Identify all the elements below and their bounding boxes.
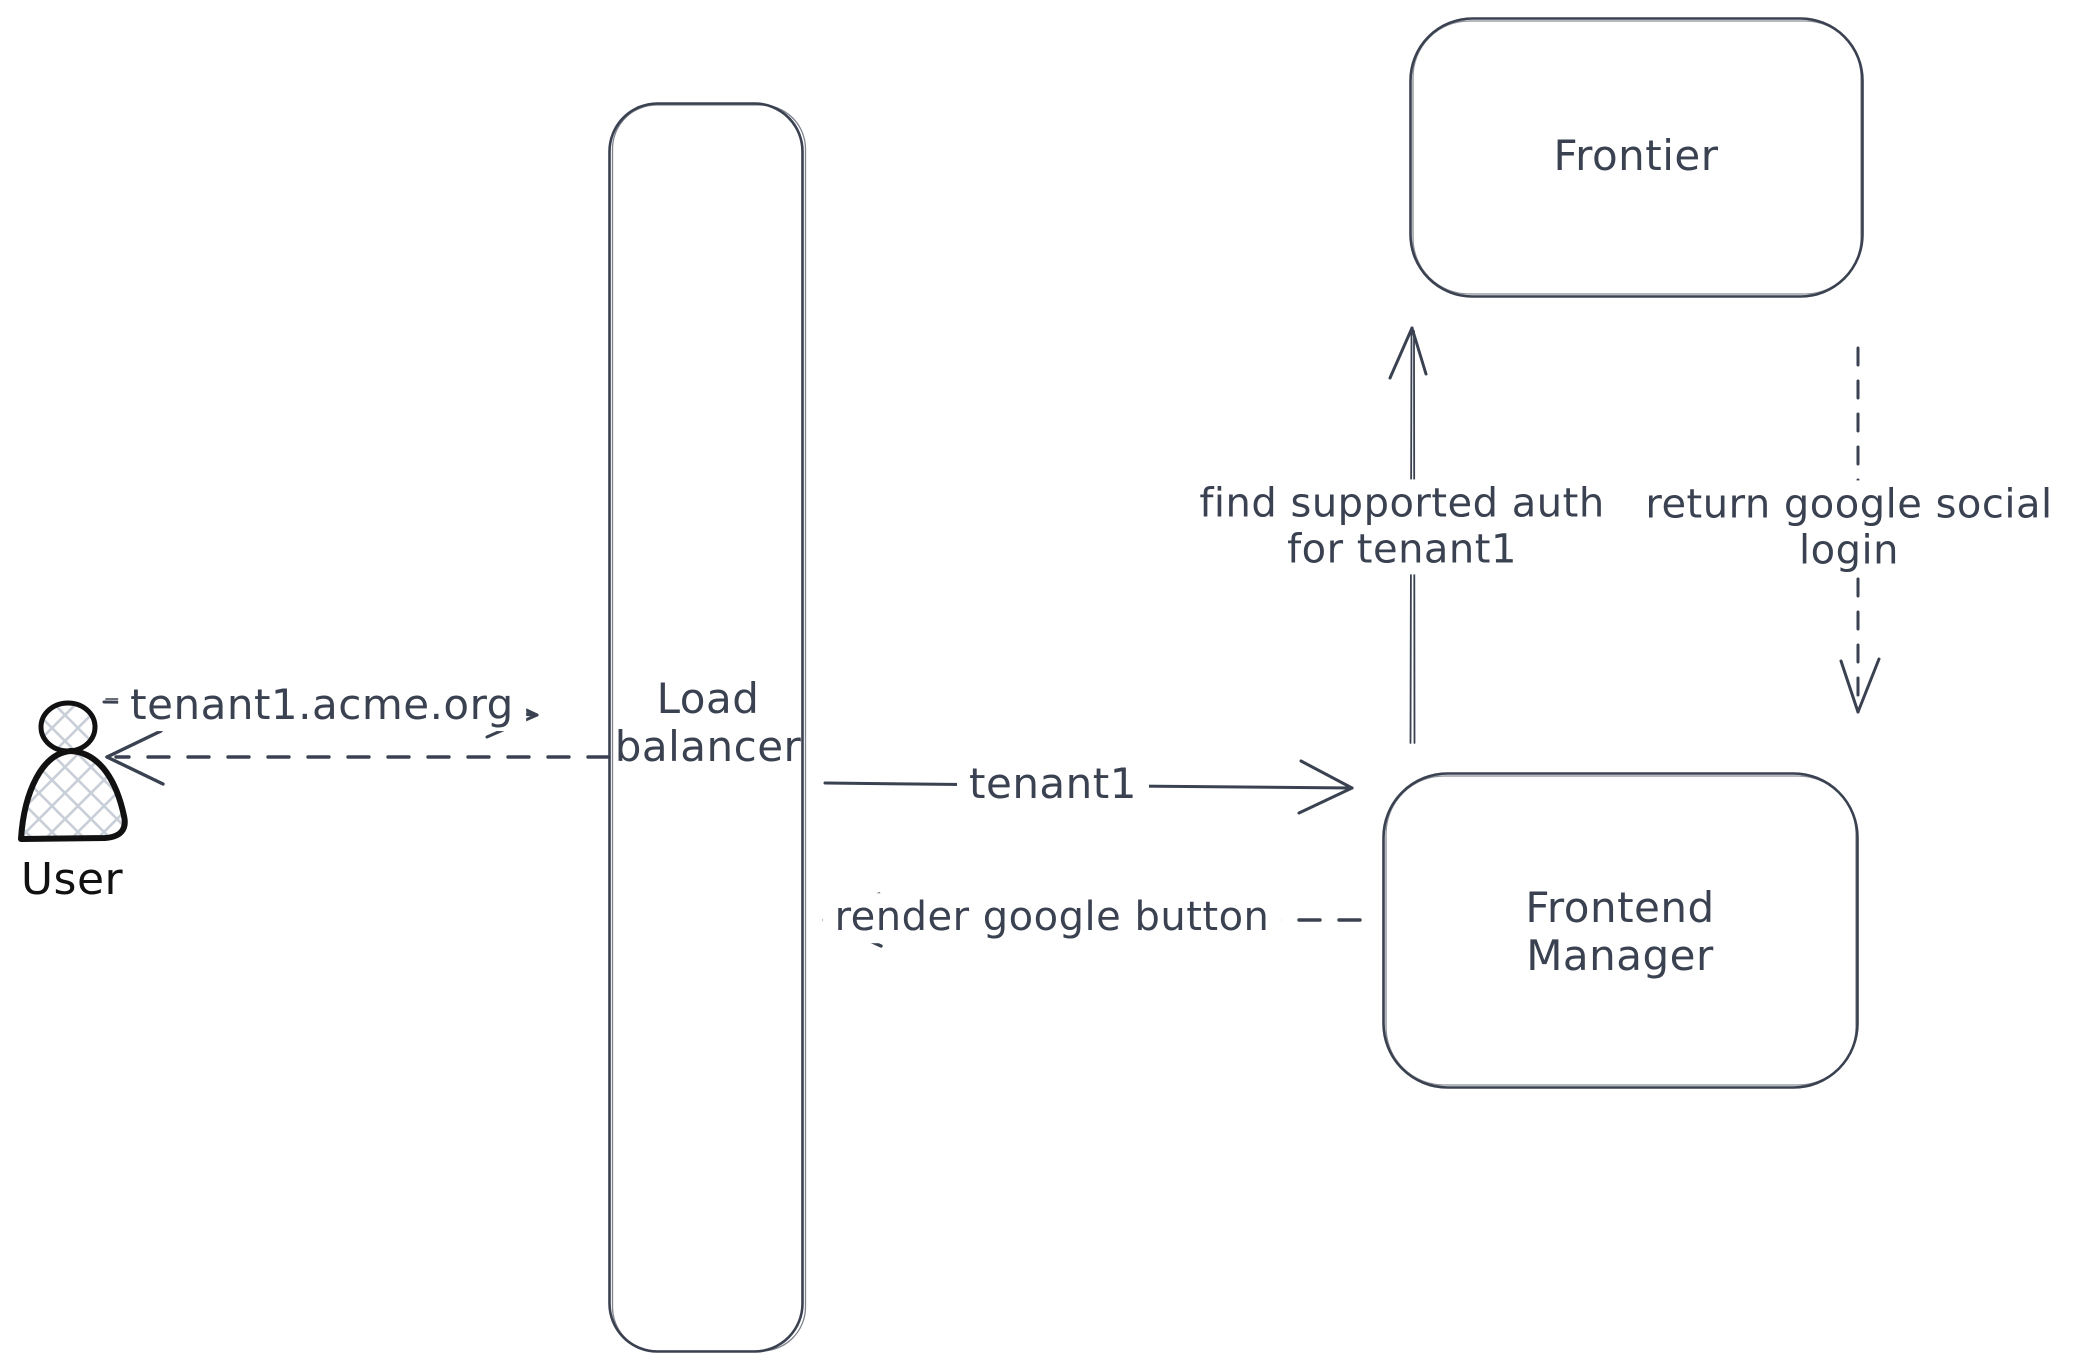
frontend-manager-label-line2: Manager — [1526, 931, 1714, 980]
message-find-supported-auth-line1: find supported auth — [1199, 480, 1605, 527]
message-render-google-button: render google button — [822, 893, 1282, 943]
user-icon — [18, 700, 128, 842]
frontend-manager-label: Frontend Manager — [1525, 884, 1714, 980]
message-tenant1-acme-org: tenant1.acme.org — [118, 679, 526, 731]
arrow-load-balancer-to-user — [105, 729, 611, 786]
frontend-manager-box — [1382, 772, 1859, 1089]
message-tenant1: tenant1 — [957, 758, 1149, 810]
frontier-label: Frontier — [1553, 131, 1719, 181]
user-label: User — [20, 853, 124, 905]
load-balancer-box — [608, 102, 807, 1353]
load-balancer-label-line1: Load — [656, 674, 760, 724]
frontend-manager-label-line1: Frontend — [1525, 883, 1715, 933]
frontier-box — [1409, 17, 1864, 298]
message-return-google-social-login: return google social login — [1633, 480, 2065, 576]
load-balancer-label-line2: balancer — [614, 722, 802, 771]
message-find-supported-auth: find supported auth for tenant1 — [1187, 479, 1617, 575]
message-find-supported-auth-line2: for tenant1 — [1287, 526, 1517, 572]
message-return-google-social-login-line2: login — [1799, 527, 1899, 573]
message-return-google-social-login-line1: return google social — [1645, 481, 2053, 528]
load-balancer-label: Load balancer — [615, 675, 802, 771]
